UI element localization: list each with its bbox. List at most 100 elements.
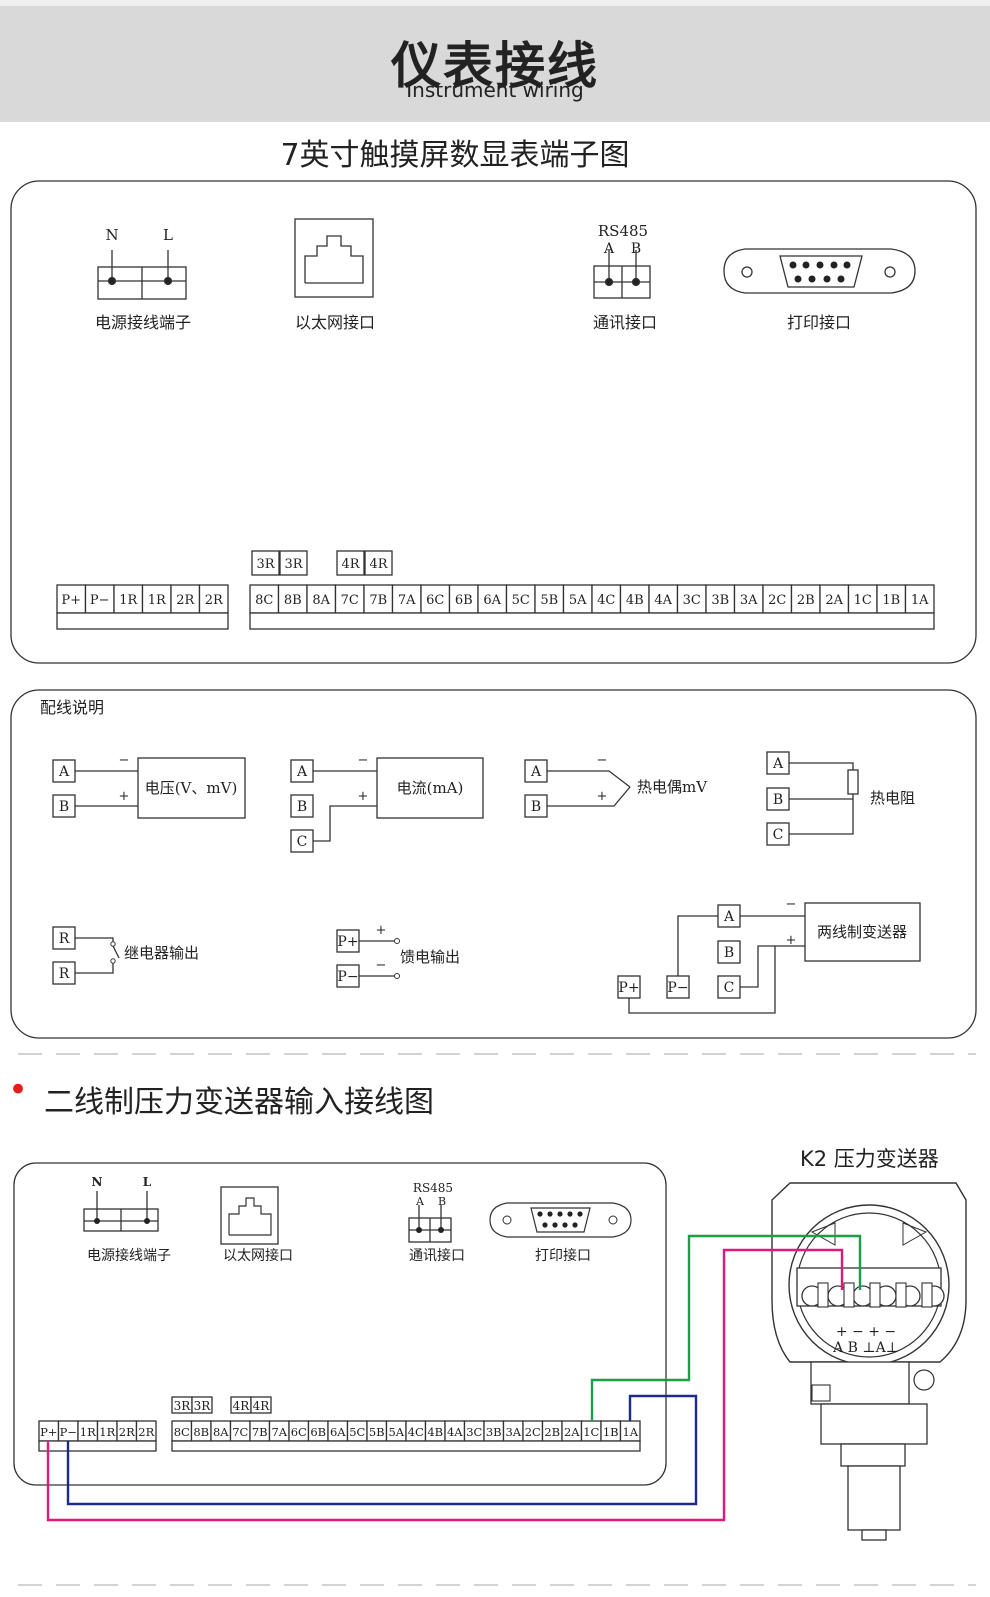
db9-pin-icon <box>537 1211 543 1217</box>
left-terminal-label: P− <box>60 1425 77 1439</box>
right-terminal-label: 5C <box>349 1425 365 1439</box>
relay-node-icon <box>110 941 116 947</box>
left-terminal-label: P+ <box>40 1425 57 1439</box>
right-terminal-label: 1C <box>583 1425 599 1439</box>
current-term-c-label: C <box>297 834 308 850</box>
right-terminal-label: 4C <box>597 593 615 608</box>
right-terminal-cell <box>676 584 707 614</box>
rs485-label: RS485 <box>598 222 648 240</box>
terminal-3r-label: 3R <box>256 557 275 572</box>
power-l-label: L <box>163 226 173 244</box>
panel-outline <box>13 1162 667 1486</box>
right-terminal-label: 8A <box>312 593 330 608</box>
right-terminal-label: 6C <box>291 1425 307 1439</box>
feed-minus: − <box>376 958 387 973</box>
power-n-label: N <box>92 1175 103 1189</box>
rtd-term-c-label: C <box>773 827 784 843</box>
right-terminal-label: 1C <box>854 593 872 608</box>
wire <box>547 770 631 788</box>
right-terminal-label: 4B <box>427 1425 443 1439</box>
feed-term-p-minus-label: P− <box>337 969 358 985</box>
right-terminal-label: 6C <box>426 593 444 608</box>
right-terminal-label: 2B <box>797 593 815 608</box>
comm-port-label: 通讯接口 <box>593 313 657 332</box>
voltage-term-a-label: A <box>58 764 70 780</box>
current-term-b <box>290 794 314 818</box>
left-terminal-label: 1R <box>80 1425 96 1439</box>
tx-term-c-label: C <box>724 980 735 996</box>
wire <box>75 937 114 944</box>
db9-shell-icon <box>530 1207 591 1233</box>
right-terminal-label: 8A <box>213 1425 229 1439</box>
left-terminal-base <box>56 612 229 630</box>
relay-label: 4R <box>233 1399 251 1413</box>
rs485-pin-icon <box>416 1227 422 1233</box>
right-terminal-cell <box>306 584 337 614</box>
terminal-4r-label: 4R <box>341 557 360 572</box>
wire <box>547 786 631 807</box>
right-terminal-label: 3B <box>486 1425 502 1439</box>
power-n-label: N <box>105 226 118 244</box>
power-terminal-icon <box>97 250 187 300</box>
tc-minus: − <box>597 753 608 768</box>
terminal-3r-label: 3R <box>284 557 303 572</box>
section2-bullet: • <box>8 1070 29 1110</box>
feed-term-p-plus-label: P+ <box>337 934 358 950</box>
left-terminal-label: P+ <box>61 593 81 608</box>
feed-node-icon <box>394 973 400 979</box>
db9-pin-icon <box>577 1211 583 1217</box>
rs485-b-label: B <box>631 241 641 257</box>
device-title: K2 压力变送器 <box>800 1147 939 1171</box>
right-terminal-label: 7B <box>252 1425 268 1439</box>
tx-term-a-label: A <box>723 909 735 925</box>
rtd-term-b-label: B <box>773 792 783 808</box>
rtd-resistor-icon <box>847 769 859 795</box>
db9-pin-icon <box>567 1211 573 1217</box>
device-pin-labels: A B ⊥A⊥ <box>832 1340 899 1356</box>
right-terminal-label: 6A <box>330 1425 346 1439</box>
right-terminal-label: 8B <box>193 1425 209 1439</box>
tc-term-a-label: A <box>530 764 542 780</box>
tx-minus: − <box>786 897 797 912</box>
magenta-wire <box>46 1248 844 1522</box>
wiring-examples: AB−+电压(V、mV)ABC−+电流(mA)AB−+热电偶mVABC热电阻RR… <box>18 751 976 1586</box>
section2-title: 二线制压力变送器输入接线图 <box>44 1085 434 1120</box>
right-terminal-label: 5B <box>369 1425 385 1439</box>
tx-term-p-minus-label: P− <box>667 980 688 996</box>
right-terminal-label: 6B <box>455 593 473 608</box>
tx-plus: + <box>786 933 797 948</box>
right-terminal-label: 3C <box>466 1425 482 1439</box>
relay-cell <box>191 1396 213 1414</box>
left-terminal-label: P− <box>90 593 110 608</box>
current-plus: + <box>358 789 369 804</box>
right-terminal-label: 3B <box>711 593 729 608</box>
db9-print-port-icon <box>489 1202 632 1238</box>
tc-term-b-label: B <box>531 799 541 815</box>
db9-pin-icon <box>562 1222 568 1228</box>
right-terminal-cell <box>363 584 394 614</box>
left-terminal-label: 2R <box>205 593 224 608</box>
rtd-label: 热电阻 <box>870 789 915 807</box>
left-terminal-label: 1R <box>119 593 138 608</box>
wire <box>789 794 854 835</box>
left-terminal-cell <box>198 584 229 614</box>
right-terminal-cell <box>733 584 764 614</box>
right-terminal-base <box>171 1440 641 1452</box>
header-banner: 仪表接线 Instrument wiring <box>0 0 990 122</box>
thermocouple-label: 热电偶mV <box>637 778 708 796</box>
right-terminal-cell <box>904 584 935 614</box>
right-terminal-label: 4A <box>447 1425 463 1439</box>
rtd-term-a-label: A <box>772 756 784 772</box>
rs485-b-label: B <box>438 1195 446 1208</box>
db9-pin-icon <box>547 1211 553 1217</box>
rs485-label: RS485 <box>413 1181 453 1195</box>
transmitter-box <box>804 902 921 962</box>
right-terminal-label: 1B <box>882 593 900 608</box>
left-terminal-label: 2R <box>138 1425 154 1439</box>
relay-label: 3R <box>174 1399 192 1413</box>
current-input-box <box>376 757 484 819</box>
right-terminal-label: 7B <box>369 593 387 608</box>
green-wire <box>590 1234 862 1421</box>
power-l-label: L <box>143 1175 152 1189</box>
